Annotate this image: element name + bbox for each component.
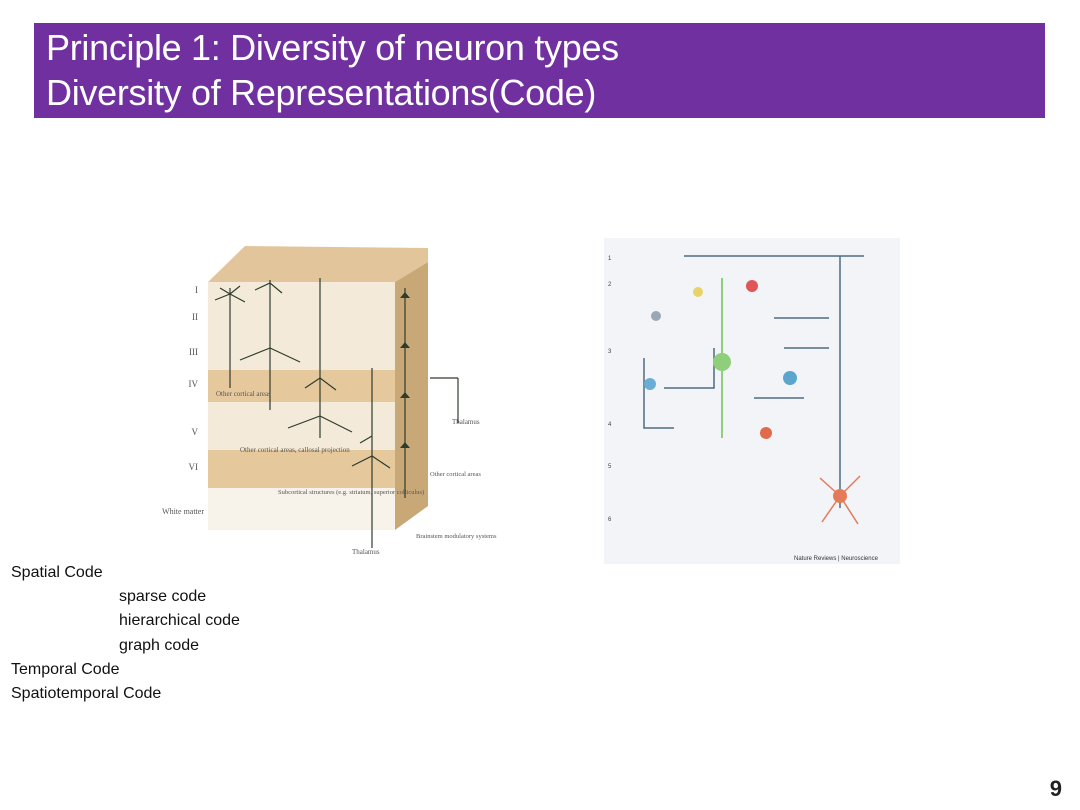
list-item-sparse-code: sparse code [119,588,207,606]
layer-label-2: II [192,312,198,322]
circuit-layer-5: 5 [608,464,612,470]
slide-title-line-1: Principle 1: Diversity of neuron types [46,27,619,68]
layer-label-3: III [189,347,198,357]
neuron-circuit-figure: 1 2 3 4 5 6 Nature Reviews | Neuroscienc… [604,238,900,564]
list-item-spatial-code: Spatial Code [11,564,103,581]
circuit-layer-1: 1 [608,256,612,262]
circuit-layer-3: 3 [608,349,612,355]
label-callosal-projection: Other cortical areas, callosal projectio… [240,446,350,454]
label-thalamus-right: Thalamus [452,418,480,426]
figure-credit: Nature Reviews | Neuroscience [794,556,879,562]
layer-label-5: V [192,427,199,437]
layer-label-1: I [195,285,198,295]
label-brainstem: Brainstem modulatory systems [416,533,497,540]
list-item-graph-code: graph code [119,636,200,654]
code-types-list: Spatial Code sparse code hierarchical co… [11,561,240,706]
list-item-hierarchical-code: hierarchical code [119,612,240,630]
circuit-layer-2: 2 [608,282,612,288]
cortical-layers-figure: I II III IV V VI White matter Other cort… [162,246,497,556]
list-item-temporal-code: Temporal Code [11,660,120,678]
slide-title-bar: Principle 1: Diversity of neuron types D… [34,23,1045,118]
circuit-layer-4: 4 [608,422,612,428]
page-number: 9 [1049,776,1062,801]
circuit-layer-6: 6 [608,517,612,523]
label-subcortical: Subcortical structures (e.g. striatum, s… [278,489,424,496]
layer-label-white-matter: White matter [162,507,204,516]
label-thalamus-bottom: Thalamus [352,548,380,556]
layer-label-6: VI [189,462,199,472]
layer-label-4: IV [189,379,199,389]
slide-title-line-2: Diversity of Representations(Code) [46,72,597,113]
label-other-cortical-right: Other cortical areas [430,471,481,478]
label-other-cortical-areas: Other cortical areas [216,390,271,398]
list-item-spatiotemporal-code: Spatiotemporal Code [11,685,162,703]
